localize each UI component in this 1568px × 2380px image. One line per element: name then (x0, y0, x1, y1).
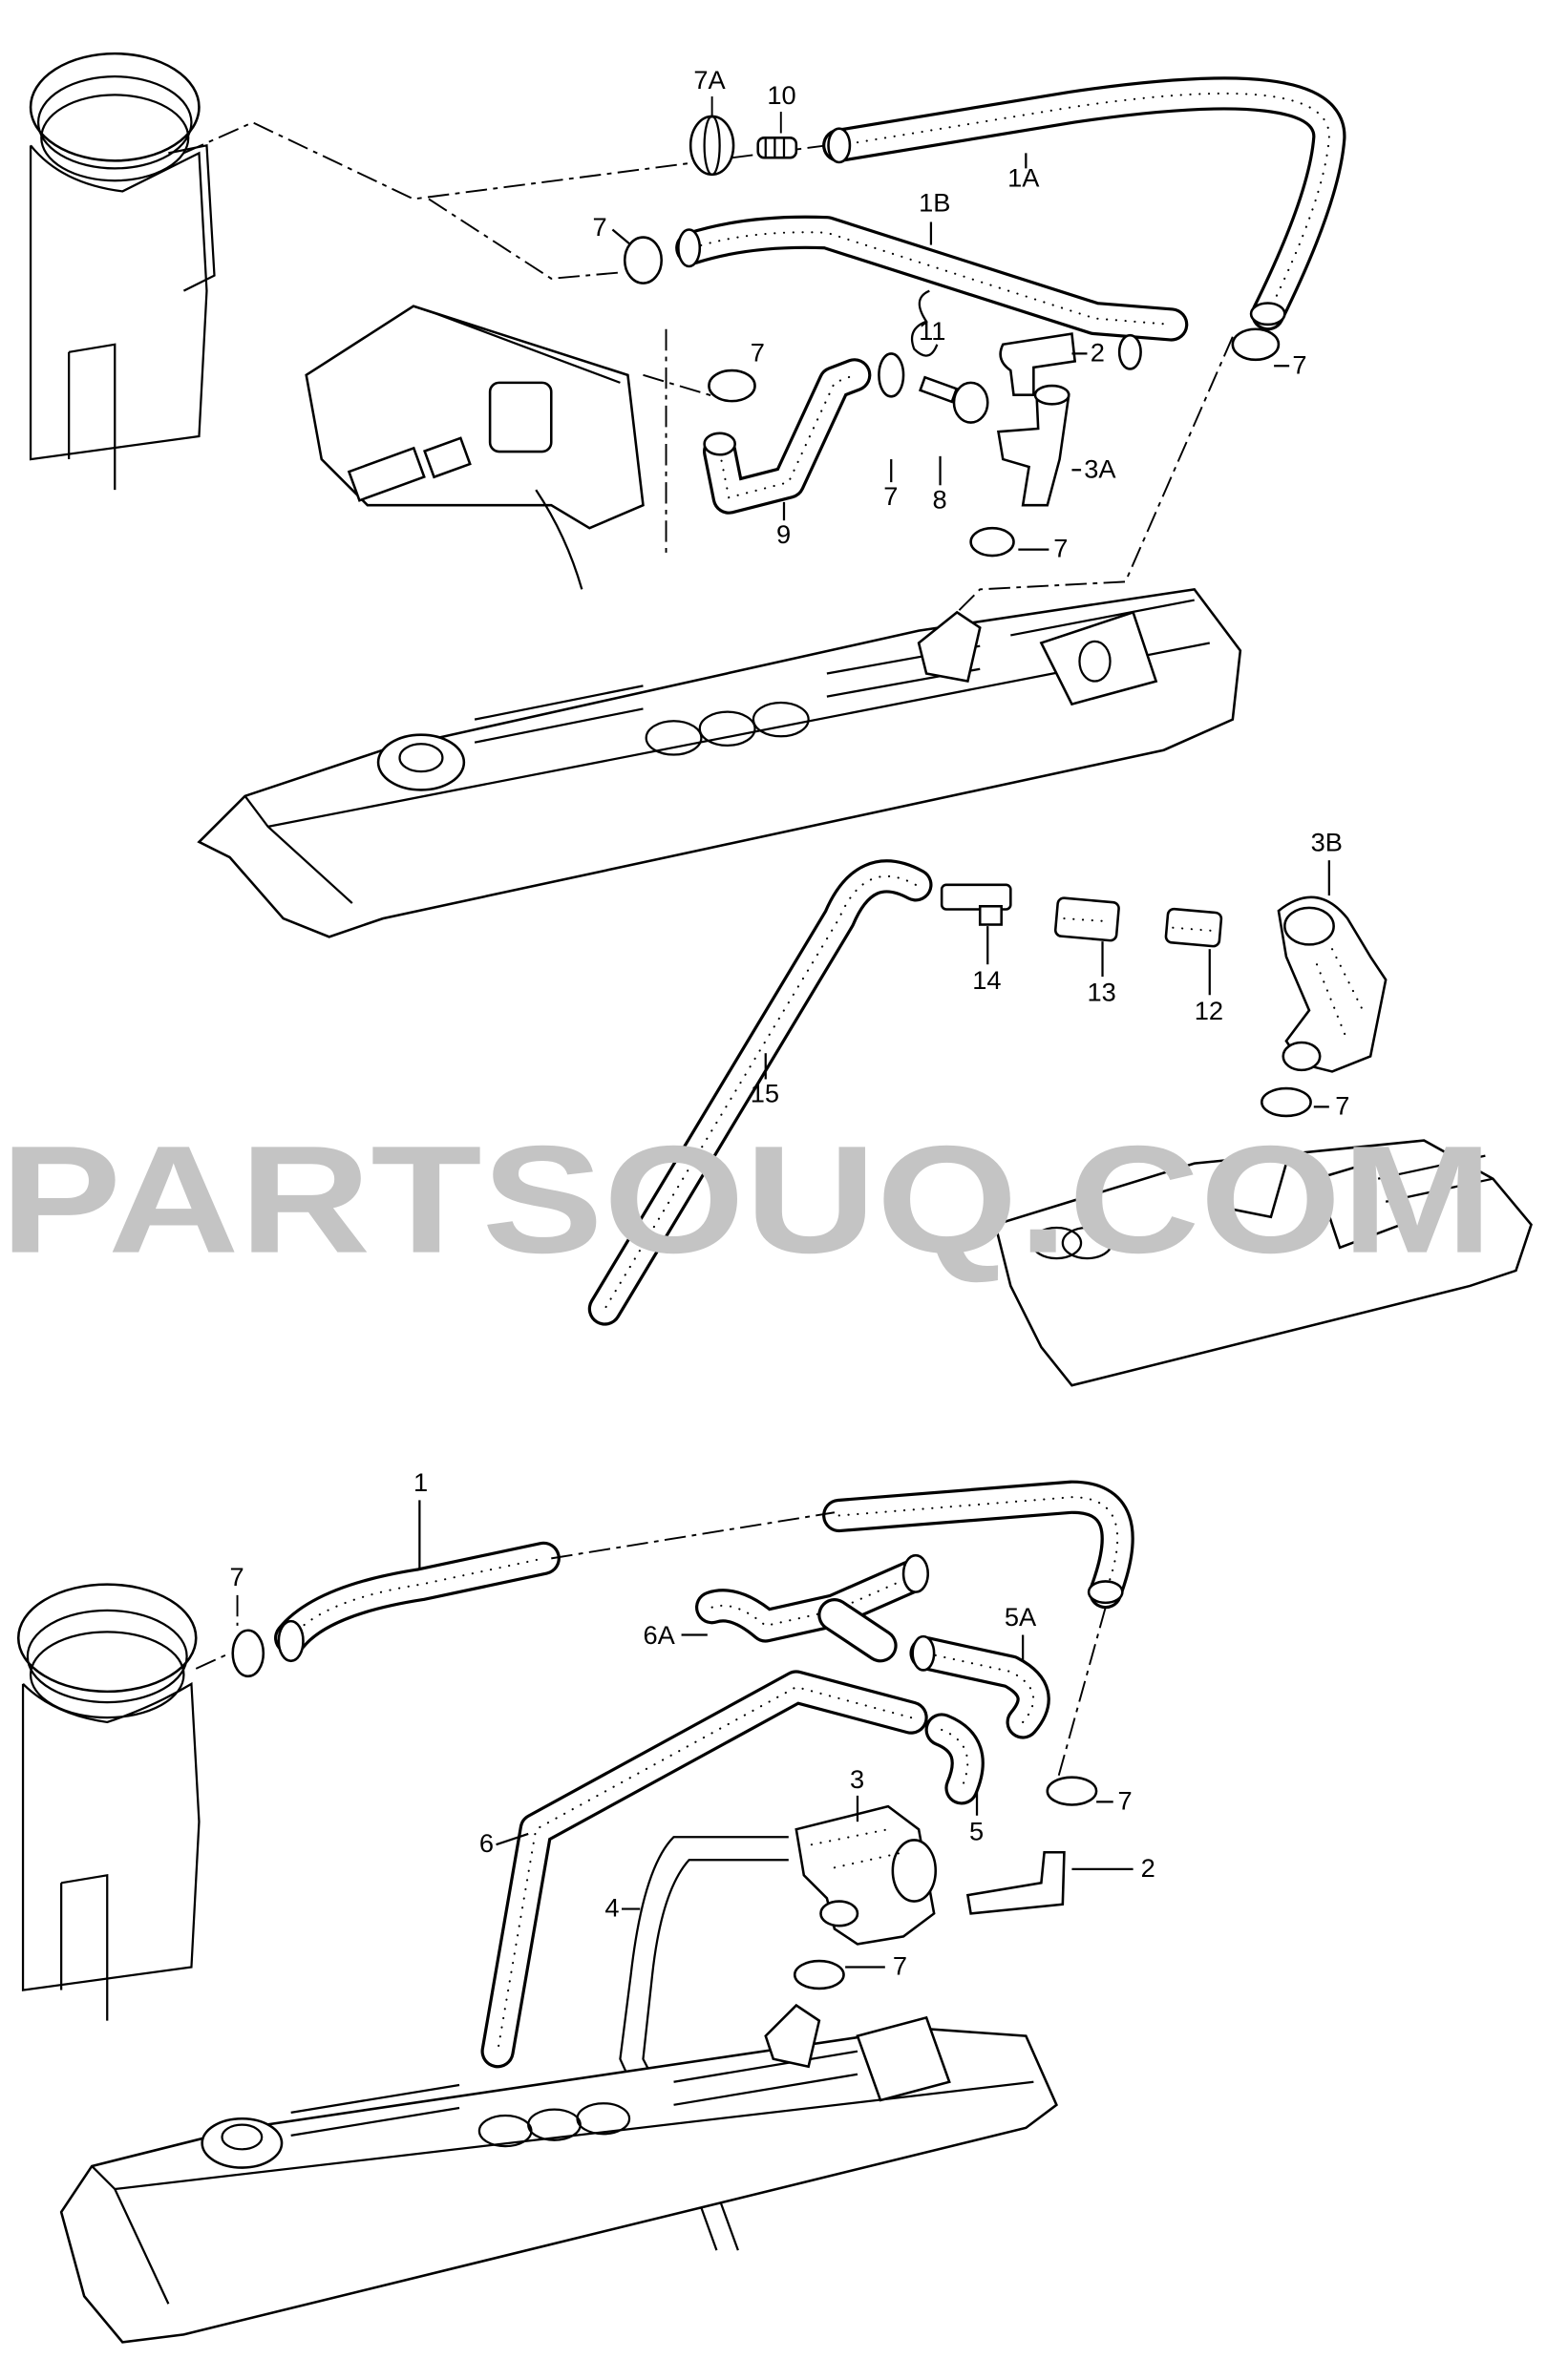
clamp-7-bottom-b (1046, 1776, 1098, 1806)
housing-3b (1277, 895, 1388, 1073)
callout-7-middle: 7 (1335, 1090, 1349, 1120)
clamp-7-top-a (623, 236, 663, 284)
callout-11: 11 (919, 316, 945, 346)
clip-11 (910, 289, 939, 357)
elbow-2 (999, 332, 1077, 396)
clamp-7-bottom-a (231, 1629, 265, 1678)
hose-1 (274, 1480, 1134, 1663)
callout-7-b: 7 (751, 337, 765, 367)
callout-8: 8 (933, 484, 947, 514)
callout-7-a: 7 (593, 212, 607, 242)
clamp-7-top-e (969, 526, 1015, 558)
callout-10: 10 (767, 80, 795, 110)
callout-1: 1 (413, 1467, 428, 1497)
engine-airbox-bottom (16, 1583, 201, 2021)
callouts-top: 7A 10 1A 1B 7 11 7 2 7 3A 7 8 9 7 (593, 65, 1307, 563)
callout-7a: 7A (693, 65, 726, 95)
clamp-7a (689, 115, 735, 177)
connector-14 (940, 883, 1012, 926)
callout-4: 4 (604, 1893, 619, 1923)
callout-5a: 5A (1005, 1602, 1037, 1632)
callout-15: 15 (751, 1079, 779, 1108)
clamp-7-top-d (878, 352, 905, 398)
manifold-3 (795, 1804, 938, 1946)
callout-6a: 6A (643, 1620, 675, 1650)
hose-15 (587, 859, 933, 1326)
callout-7-c: 7 (893, 1951, 907, 1981)
engine-airbox-top (29, 52, 216, 491)
hose-5 (924, 1713, 985, 1805)
callout-7-d: 7 (883, 481, 898, 511)
hose-6 (480, 1670, 928, 2069)
hose-1b (675, 215, 1189, 370)
throttle-body-flange (305, 305, 645, 590)
valve-cover-top (197, 587, 1242, 938)
callout-6: 6 (479, 1828, 494, 1858)
hose-9 (703, 358, 872, 515)
callouts-bottom: 1 7 6A 5A 3 7 6 5 2 4 7 (230, 1467, 1155, 1981)
valve-cover-middle (993, 1139, 1533, 1387)
clamp-7-top-b (708, 369, 756, 403)
callout-1a: 1A (1007, 163, 1040, 193)
callout-5: 5 (969, 1816, 984, 1845)
hose-1a (822, 76, 1346, 331)
watermark: PARTSOUQ.COM (0, 1114, 1493, 1285)
clamp-7-top-c (1231, 327, 1281, 362)
tee-3a (996, 384, 1070, 507)
callouts-middle: 3B 14 13 12 15 7 (751, 828, 1350, 1121)
callout-2: 2 (1091, 337, 1105, 367)
callout-7-b: 7 (1118, 1785, 1133, 1815)
callout-7-a: 7 (230, 1562, 244, 1591)
clamp-7-bottom-c (793, 1959, 845, 1990)
callout-3b: 3B (1311, 828, 1343, 857)
callout-1b: 1B (919, 187, 950, 217)
clamp-7-middle (1261, 1086, 1312, 1118)
elbow-2-bottom (965, 1850, 1066, 1915)
hose-6a (694, 1553, 930, 1663)
callout-7-c: 7 (1292, 349, 1306, 379)
valve-cover-bottom (59, 2003, 1059, 2344)
callout-13: 13 (1087, 978, 1115, 1007)
callout-14: 14 (972, 965, 1001, 995)
callout-3: 3 (850, 1764, 864, 1794)
callout-3a: 3A (1084, 453, 1116, 483)
spring-10 (756, 137, 798, 159)
callout-12: 12 (1195, 996, 1223, 1025)
sleeve-13 (1053, 896, 1120, 942)
callout-2-bottom: 2 (1141, 1853, 1155, 1883)
sleeve-12 (1164, 907, 1223, 948)
hose-5a (909, 1634, 1050, 1739)
callout-9: 9 (776, 519, 791, 549)
callout-7-e: 7 (1053, 534, 1068, 563)
connector-8 (918, 375, 989, 424)
